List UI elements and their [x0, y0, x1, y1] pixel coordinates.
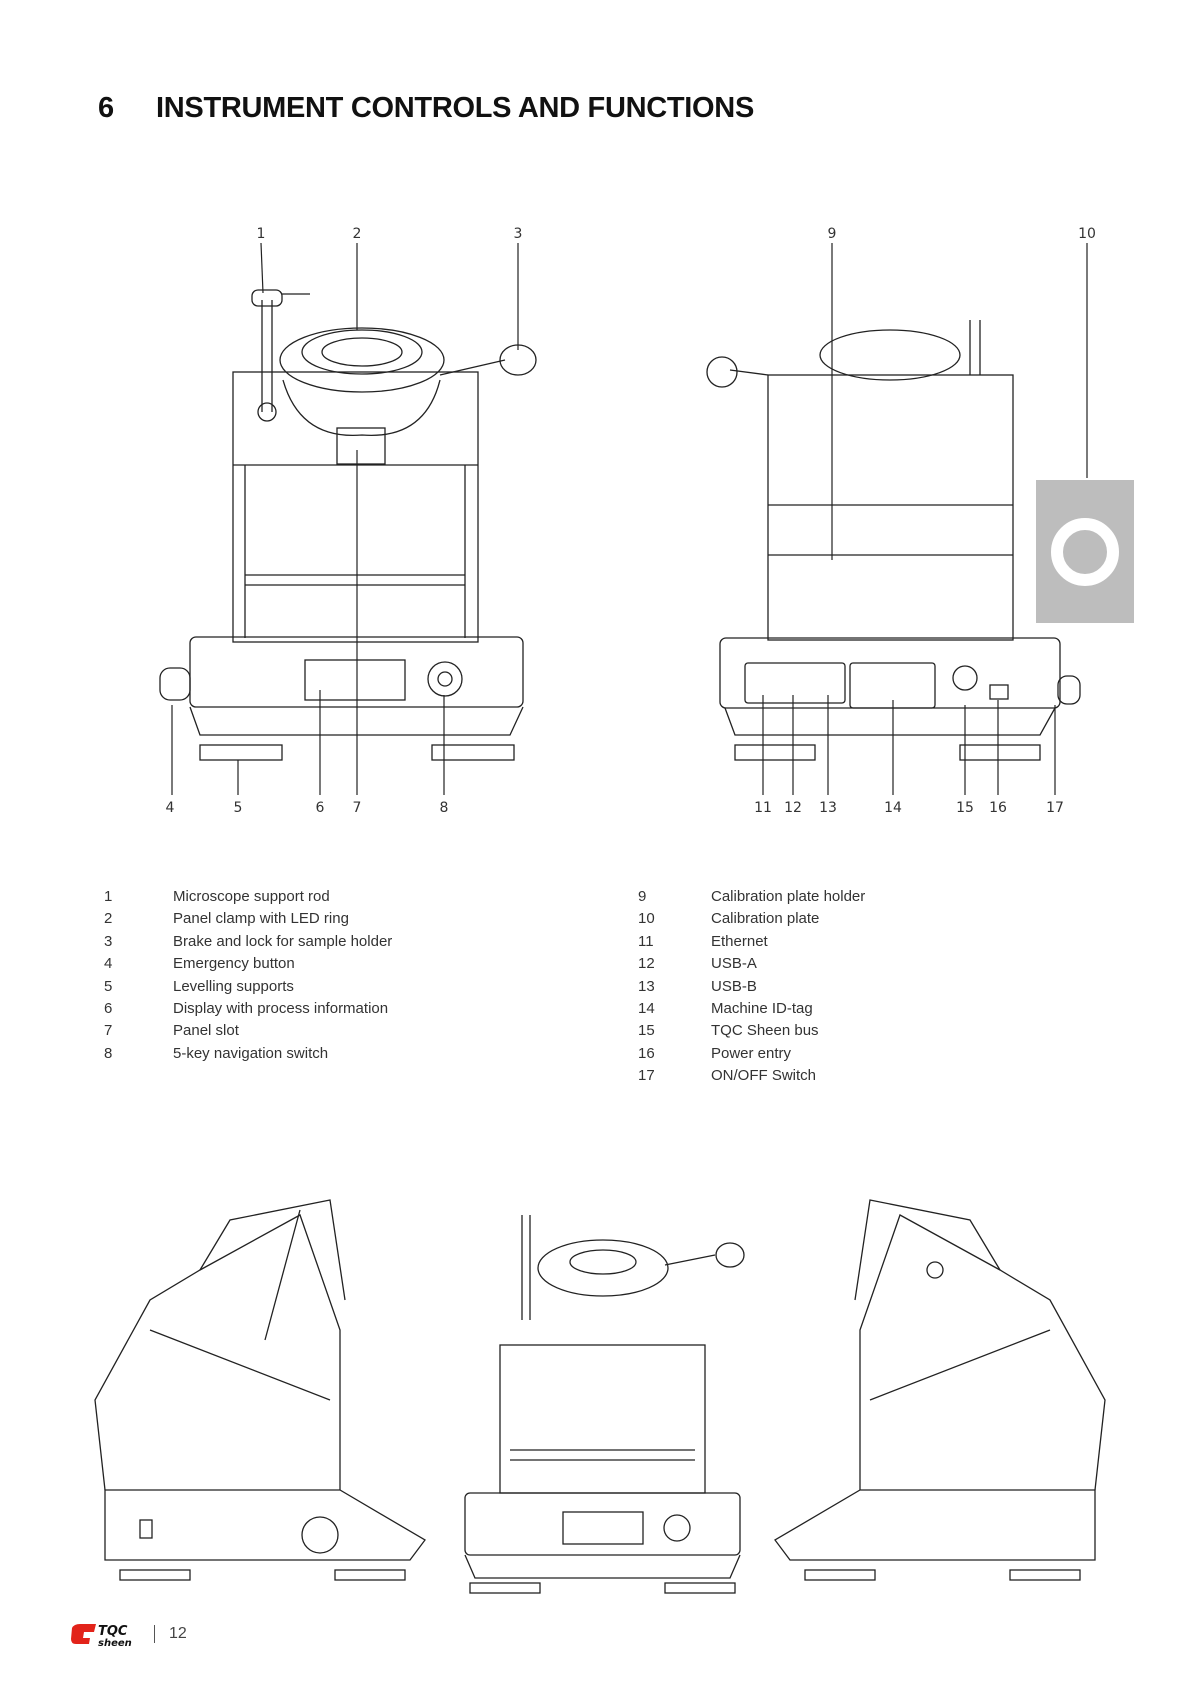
- front-view-small-drawing: [464, 1215, 745, 1594]
- callout-17: 17: [1046, 800, 1064, 816]
- callout-11: 11: [754, 800, 772, 816]
- callout-7: 7: [353, 800, 362, 816]
- page-number: 12: [169, 1625, 187, 1642]
- callout-1: 1: [257, 226, 266, 242]
- page-footer: TQC sheen 12: [70, 1622, 187, 1649]
- front-view-drawing: [159, 289, 537, 761]
- tqc-sheen-logo: TQC sheen: [70, 1622, 140, 1649]
- footer-divider: [154, 1625, 155, 1643]
- callout-15: 15: [956, 800, 974, 816]
- callout-3: 3: [514, 226, 523, 242]
- callout-13: 13: [819, 800, 837, 816]
- svg-text:sheen: sheen: [98, 1638, 132, 1648]
- calibration-plate-image: [1036, 480, 1134, 623]
- callout-10: 10: [1078, 226, 1096, 242]
- callout-9: 9: [828, 226, 837, 242]
- callout-8: 8: [440, 800, 449, 816]
- right-side-view-drawing: [774, 1199, 1106, 1581]
- svg-text:TQC: TQC: [98, 1624, 128, 1639]
- callout-16: 16: [989, 800, 1007, 816]
- callout-12: 12: [784, 800, 802, 816]
- callout-2: 2: [353, 226, 362, 242]
- callout-6: 6: [316, 800, 325, 816]
- callout-14: 14: [884, 800, 902, 816]
- callout-5: 5: [234, 800, 243, 816]
- back-view-drawing: [706, 320, 1081, 761]
- left-side-view-drawing: [94, 1199, 426, 1581]
- callout-4: 4: [166, 800, 175, 816]
